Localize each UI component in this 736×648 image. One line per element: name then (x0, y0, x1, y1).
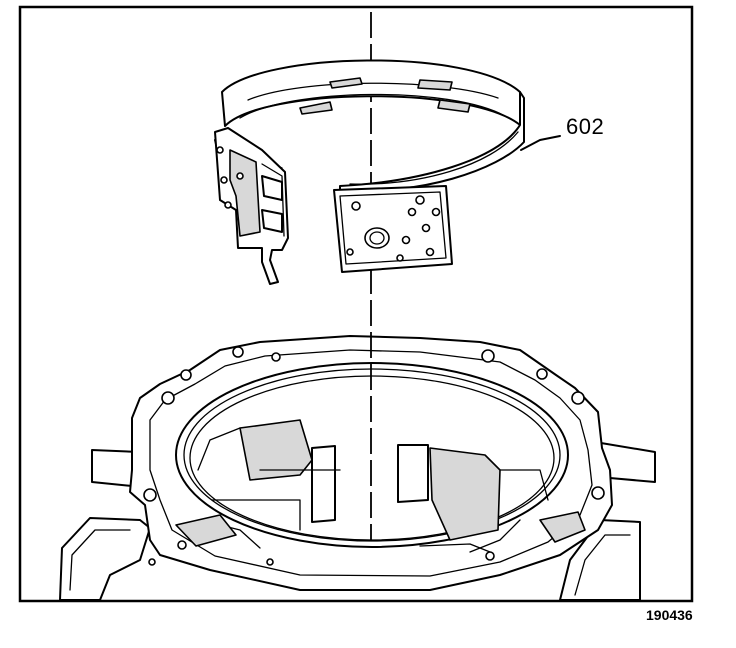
figure-number: 190436 (646, 607, 693, 623)
figure-frame (18, 5, 694, 603)
callout-leader (520, 135, 561, 151)
part-callout-label: 602 (566, 114, 605, 139)
brake-band (214, 59, 525, 285)
transmission-case (59, 335, 656, 601)
